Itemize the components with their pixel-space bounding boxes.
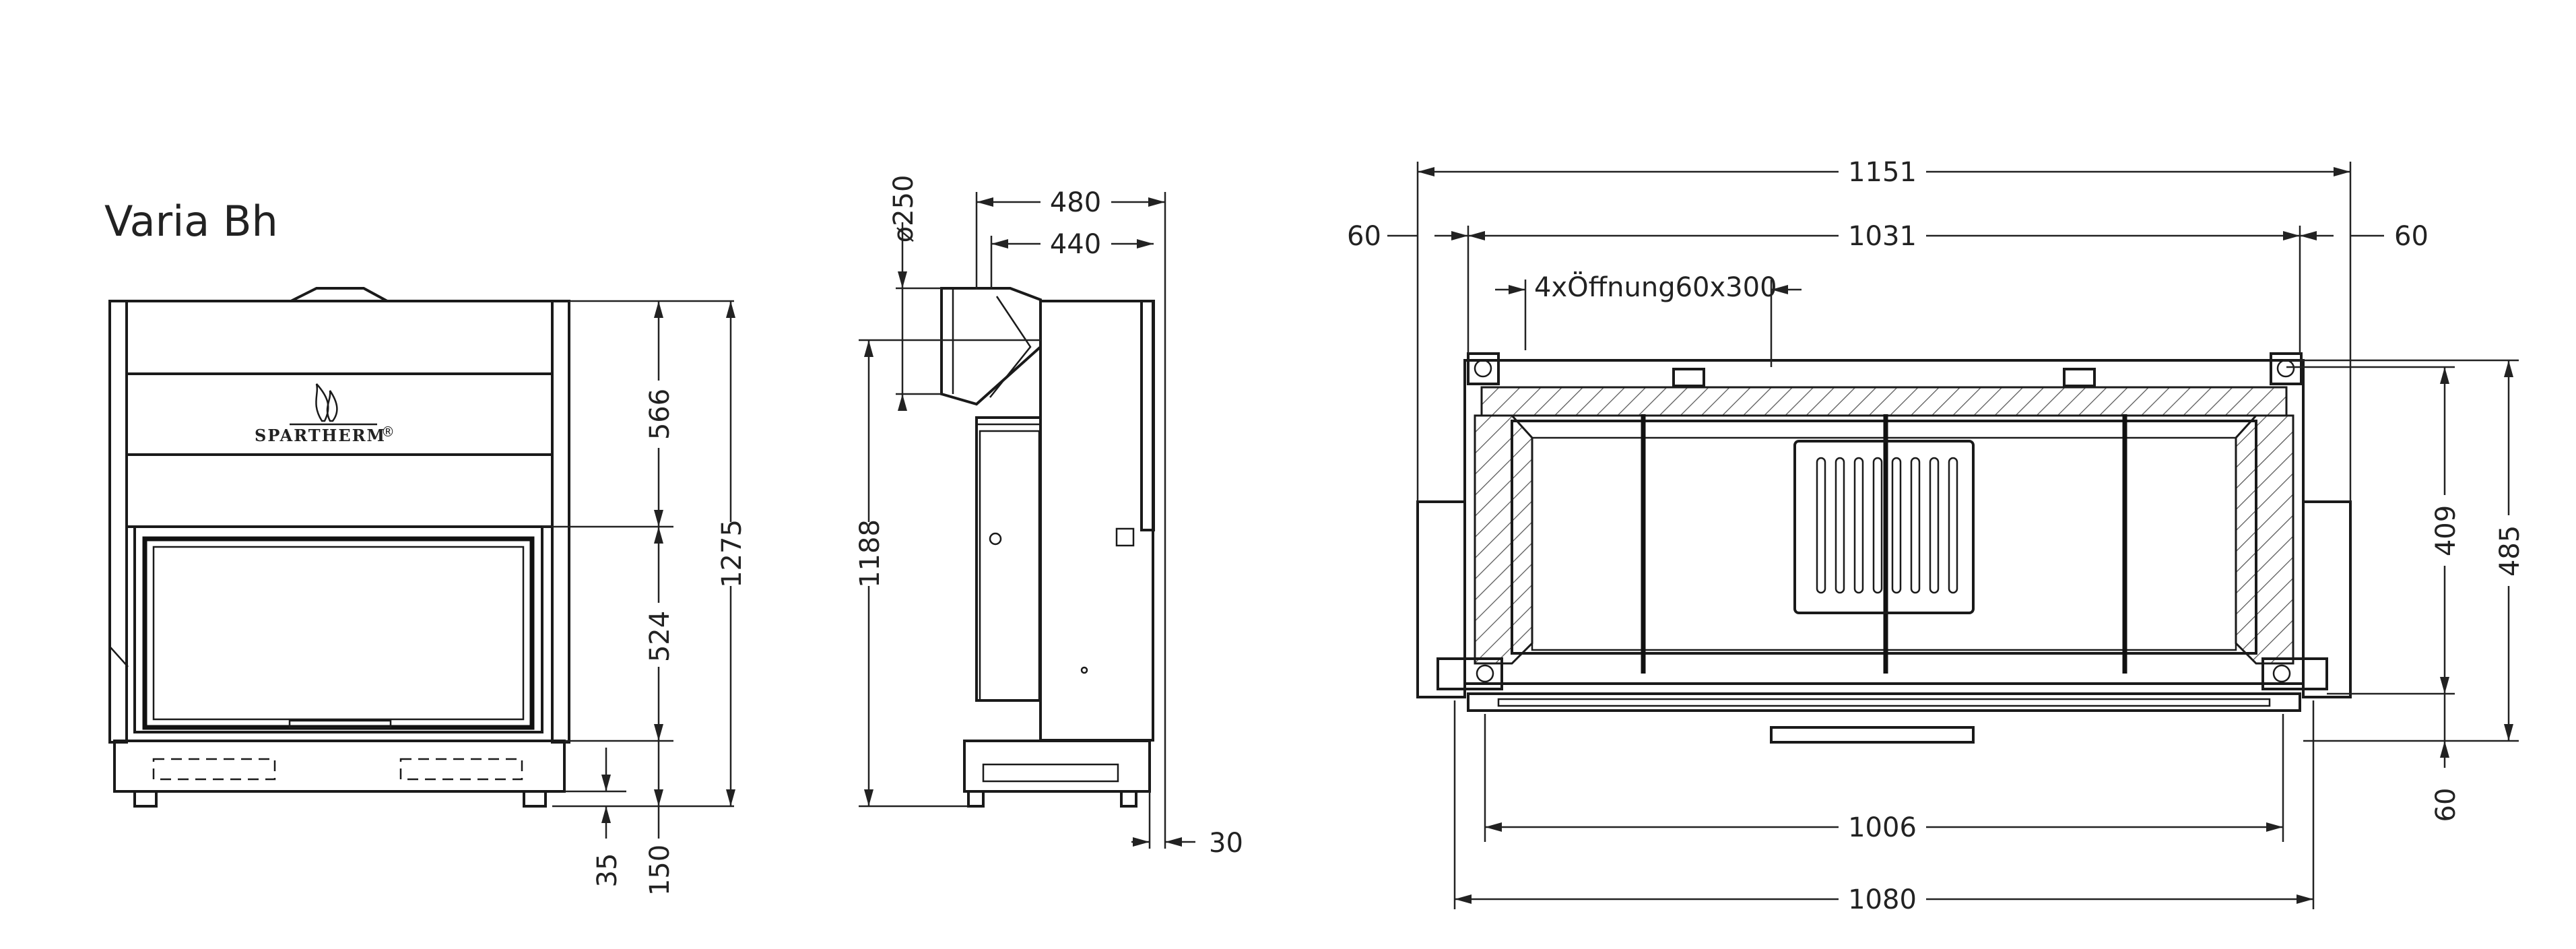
dim-depth-body: 440: [1050, 229, 1101, 260]
dim-offset: 30: [1209, 828, 1243, 859]
top-view: 1151 1031 60 60 4xÖffnung60x300 409: [1347, 157, 2525, 915]
model-title: Varia Bh: [104, 197, 278, 246]
vent-right: [399, 758, 523, 781]
insulation-left: [1474, 414, 1533, 665]
dim-base: 150: [645, 845, 675, 896]
dim-left-margin: 60: [1347, 221, 1381, 252]
door-handle: [288, 719, 392, 729]
dim-door-height: 524: [645, 611, 675, 662]
dim-depth-total: 480: [1050, 187, 1101, 218]
flue-collar: [940, 287, 1042, 406]
corner-br: [2261, 657, 2328, 690]
dim-depth-total: 485: [2495, 525, 2525, 577]
front-lip: [1467, 692, 2301, 712]
grate-bars: [1816, 457, 1958, 594]
top-handle: [290, 287, 388, 302]
dim-right-margin: 60: [2394, 221, 2429, 252]
spartherm-logo: SPARTHERM ®: [255, 383, 395, 445]
corner-bl: [1436, 657, 1503, 690]
dim-total-height: 1275: [717, 519, 748, 588]
dim-flue-diameter: ø250: [888, 175, 919, 243]
side-base: [963, 740, 1151, 793]
dim-upper-height: 566: [645, 389, 675, 440]
dim-height: 1188: [855, 519, 886, 588]
corner-tr: [2270, 352, 2303, 385]
dim-bottom-offset: 60: [2431, 788, 2462, 822]
dim-bottom-width-outer: 1080: [1848, 884, 1917, 915]
foot-left: [133, 790, 158, 808]
right-column: [551, 300, 570, 744]
side-front-panel: [975, 416, 1042, 702]
foot-right: [523, 790, 547, 808]
brand-text: SPARTHERM: [255, 426, 386, 445]
door-frame: [133, 525, 543, 733]
side-view: ø250 480 440 1188 30: [855, 175, 1243, 859]
brand-mark: ®: [381, 424, 395, 440]
insulation-top: [1480, 386, 2288, 417]
upper-housing: [125, 300, 554, 528]
front-handle: [1770, 726, 1975, 744]
dim-openings: 4xÖffnung60x300: [1534, 271, 1777, 303]
grate: [1793, 440, 1975, 614]
dim-inner-width: 1031: [1848, 221, 1917, 252]
door-glass: [142, 536, 535, 730]
left-column: [108, 300, 128, 744]
dim-foot: 35: [592, 853, 623, 888]
side-body: [1039, 300, 1154, 742]
dim-bottom-width-inner: 1006: [1848, 812, 1917, 843]
corner-tl: [1467, 352, 1500, 385]
base-plinth: [113, 740, 566, 793]
side-flange: [1140, 300, 1155, 531]
insulation-right: [2235, 414, 2294, 665]
vent-left: [152, 758, 276, 781]
dim-depth-inner: 409: [2431, 505, 2462, 556]
dim-overall-width: 1151: [1848, 157, 1917, 188]
front-view: SPARTHERM ® 566 524: [108, 287, 748, 896]
